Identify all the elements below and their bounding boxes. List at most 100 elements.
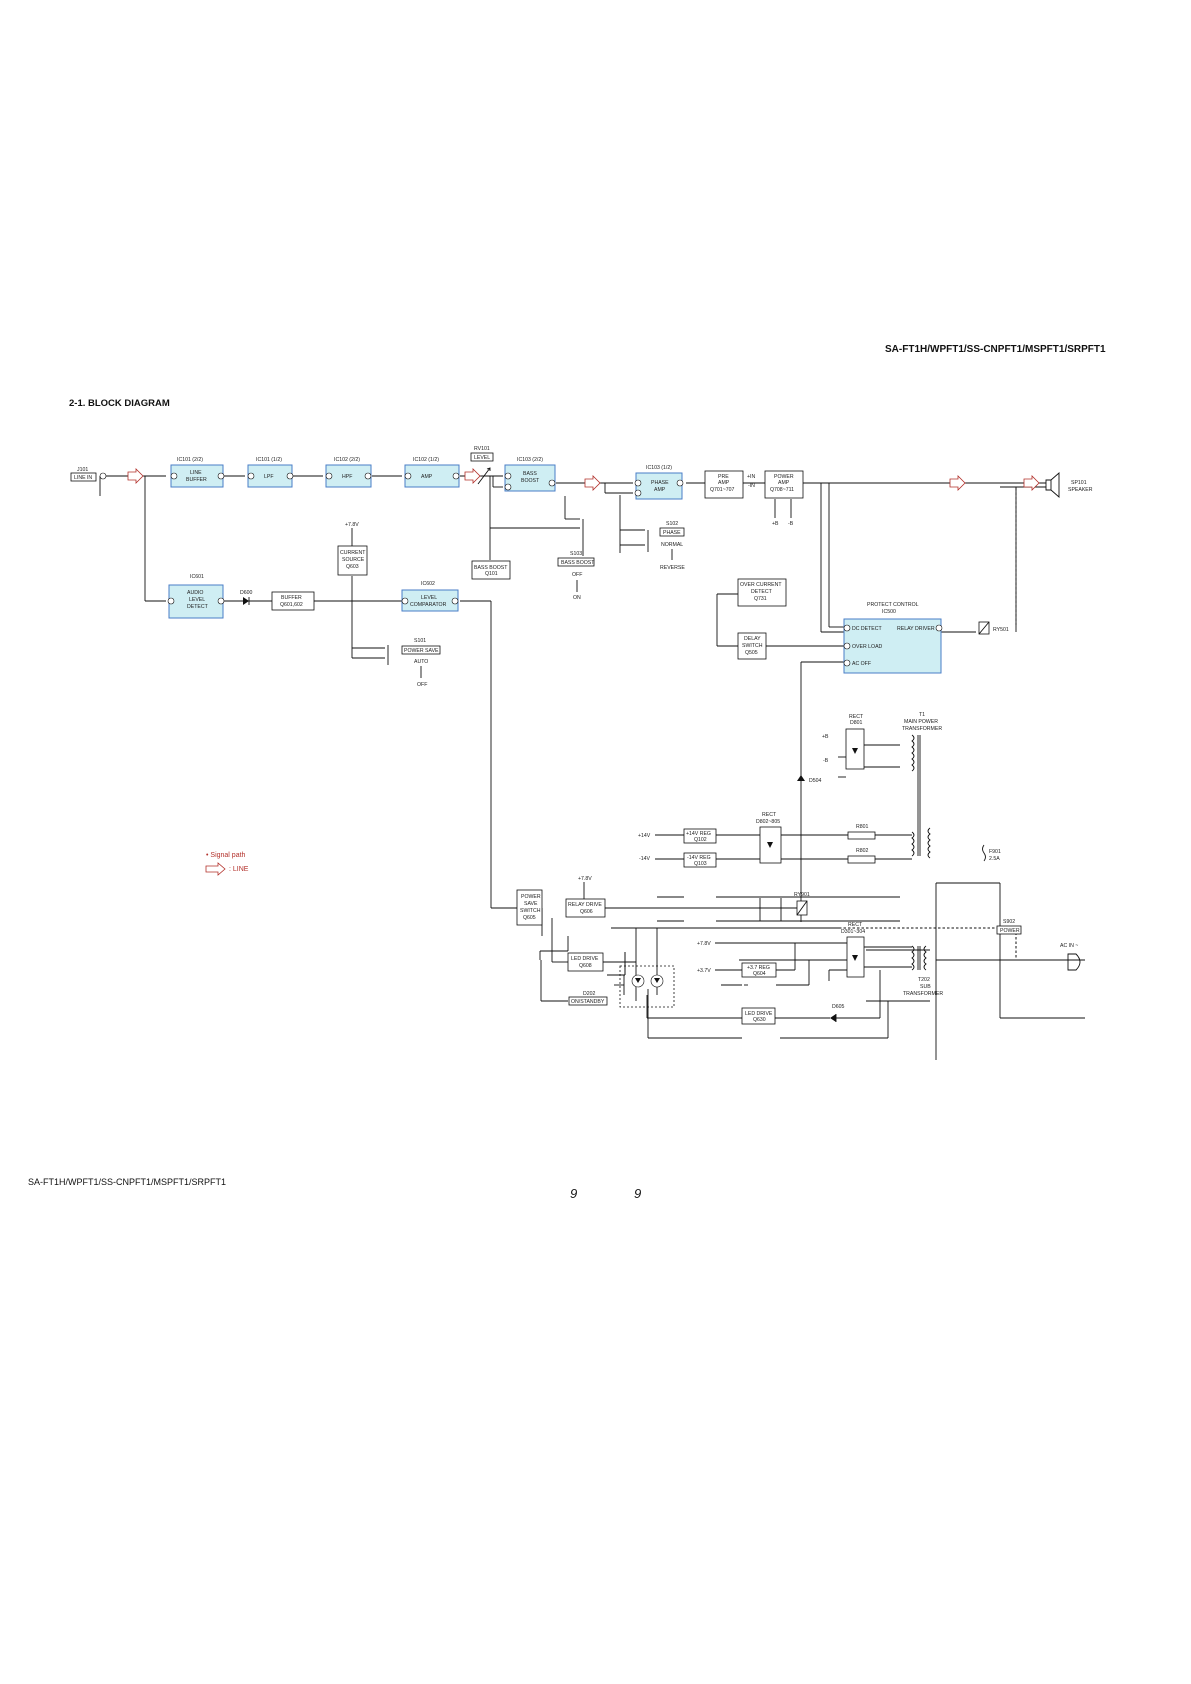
cur-src-label-1: CURRENT <box>340 550 366 556</box>
main-transformer-winding-icon <box>911 734 915 772</box>
audio-level-detect-block <box>168 584 224 619</box>
ic101-12-label: IC101 (1/2) <box>256 457 282 463</box>
lpf-label: LPF <box>264 474 274 480</box>
main-pt-label-2: TRANSFORMER <box>902 726 942 732</box>
page-number-left: 9 <box>570 1186 578 1201</box>
v14p-label: +14V <box>638 833 651 839</box>
ps-label-1: POWER <box>521 894 541 900</box>
on-standby-box <box>568 996 608 1006</box>
oc-label-3: Q731 <box>754 596 767 602</box>
s103-label: S103 <box>570 551 582 557</box>
d600-label: D600 <box>240 590 253 596</box>
normal-label: NORMAL <box>661 542 683 548</box>
j101-label: J101 <box>77 467 88 473</box>
bb-q101-label-1: BASS BOOST <box>474 565 508 571</box>
diode-d605-icon <box>830 1014 836 1022</box>
bass-boost-switch-box[interactable] <box>557 557 595 567</box>
lvl-cmp-label-2: COMPARATOR <box>410 602 447 608</box>
f901-value: 2.5A <box>989 856 1000 862</box>
power-save-switch-label: POWER SAVE <box>404 648 439 654</box>
bass-boost-q101-block <box>471 560 511 580</box>
power-amp-label-1: POWER <box>774 474 794 480</box>
lvl-cmp-label-1: LEVEL <box>421 595 437 601</box>
relay-drv-label-1: RELAY DRIVE <box>568 902 602 908</box>
in-plus-label: +IN <box>747 474 755 480</box>
page-number-right: 9 <box>634 1186 642 1201</box>
ic101-22-label: IC101 (2/2) <box>177 457 203 463</box>
phase-amp-label: AMP <box>654 487 666 493</box>
model-header: SA-FT1H/WPFT1/SS-CNPFT1/MSPFT1/SRPFT1 <box>885 344 1106 355</box>
hpf-label: HPF <box>342 474 352 480</box>
d504-label: D504 <box>809 778 822 784</box>
v78-c-label: +7.8V <box>697 941 711 947</box>
fuse-f901-icon <box>982 844 986 862</box>
led-drive-q630-block <box>741 1007 776 1025</box>
bb-q101-label-2: Q101 <box>485 571 498 577</box>
rect-3-label: RECT <box>848 922 863 928</box>
bridge-rectifier-icon <box>852 748 858 754</box>
protect-control-block <box>843 618 942 674</box>
bridge-rectifier-2-icon <box>767 842 773 848</box>
pre-amp-block <box>704 470 744 499</box>
ac-plug-icon <box>1067 953 1081 971</box>
phase-switch-box[interactable] <box>659 527 685 537</box>
power-switch-box[interactable] <box>996 925 1022 935</box>
reg14m-label-1: -14V REG <box>687 855 711 861</box>
phase-switch-label: PHASE <box>663 530 681 536</box>
diode-d504-icon <box>797 775 805 781</box>
r802-label: R802 <box>856 848 869 854</box>
plus-b-label: +B <box>772 521 779 527</box>
ic601-label: IC601 <box>190 574 204 580</box>
auto-label: AUTO <box>414 659 428 665</box>
d801-label: D801 <box>850 720 863 726</box>
delay-switch-block <box>737 632 767 660</box>
buffer-label-2: Q601,602 <box>280 602 303 608</box>
reg14p-label-2: Q102 <box>694 837 707 843</box>
aud-label-1: AUDIO <box>187 590 203 596</box>
bass-boost-block <box>504 464 556 492</box>
delay-label-1: DELAY <box>744 636 761 642</box>
rv101-label: RV101 <box>474 446 490 452</box>
main-primary-winding-icon <box>927 827 931 859</box>
line-buffer-label-2: BUFFER <box>186 477 207 483</box>
led-630-label-1: LED DRIVE <box>745 1011 773 1017</box>
main-secondary-winding-icon <box>911 831 915 857</box>
sub-label-1: SUB <box>920 984 931 990</box>
ic102-22-label: IC102 (2/2) <box>334 457 360 463</box>
speaker-label: SPEAKER <box>1068 487 1093 493</box>
d802-label: D802~805 <box>756 819 780 825</box>
sp101-label: SP101 <box>1071 480 1087 486</box>
bass-label: BASS <box>523 471 537 477</box>
led-608-label-1: LED DRIVE <box>571 956 599 962</box>
s101-label: S101 <box>414 638 426 644</box>
legend-line-label: : LINE <box>229 866 249 873</box>
on-standby-label: ON/STANDBY <box>571 999 605 1005</box>
cur-src-label-2: SOURCE <box>342 557 365 563</box>
ps-label-4: Q605 <box>523 915 536 921</box>
resistor-r802-icon <box>847 855 876 864</box>
ac-in-label: AC IN ~ <box>1060 943 1078 949</box>
line-in-box <box>70 472 97 482</box>
ic102-12-label: IC102 (1/2) <box>413 457 439 463</box>
reg37-label-2: Q604 <box>753 971 766 977</box>
power-save-switch-block <box>516 889 543 926</box>
on-1-label: ON <box>573 595 581 601</box>
d605-label: D605 <box>832 1004 845 1010</box>
power-save-switch-box[interactable] <box>401 645 441 655</box>
buffer-label-1: BUFFER <box>281 595 302 601</box>
line-buffer-block <box>170 464 224 488</box>
jack-icon <box>99 472 107 480</box>
legend-arrow-icon <box>205 862 226 876</box>
led-608-label-2: Q608 <box>579 963 592 969</box>
reg14p-block <box>683 828 717 844</box>
line-buffer-label-1: LINE <box>190 470 202 476</box>
ps-label-2: SAVE <box>524 901 538 907</box>
aud-label-3: DETECT <box>187 604 209 610</box>
ac-off-label: AC OFF <box>852 661 871 667</box>
reg14p-label-1: +14V REG <box>686 831 711 837</box>
ry501-label: RY501 <box>993 627 1009 633</box>
signal-path-arrows <box>127 468 1040 491</box>
ps-label-3: SWITCH <box>520 908 541 914</box>
section-title: 2-1. BLOCK DIAGRAM <box>69 398 170 409</box>
